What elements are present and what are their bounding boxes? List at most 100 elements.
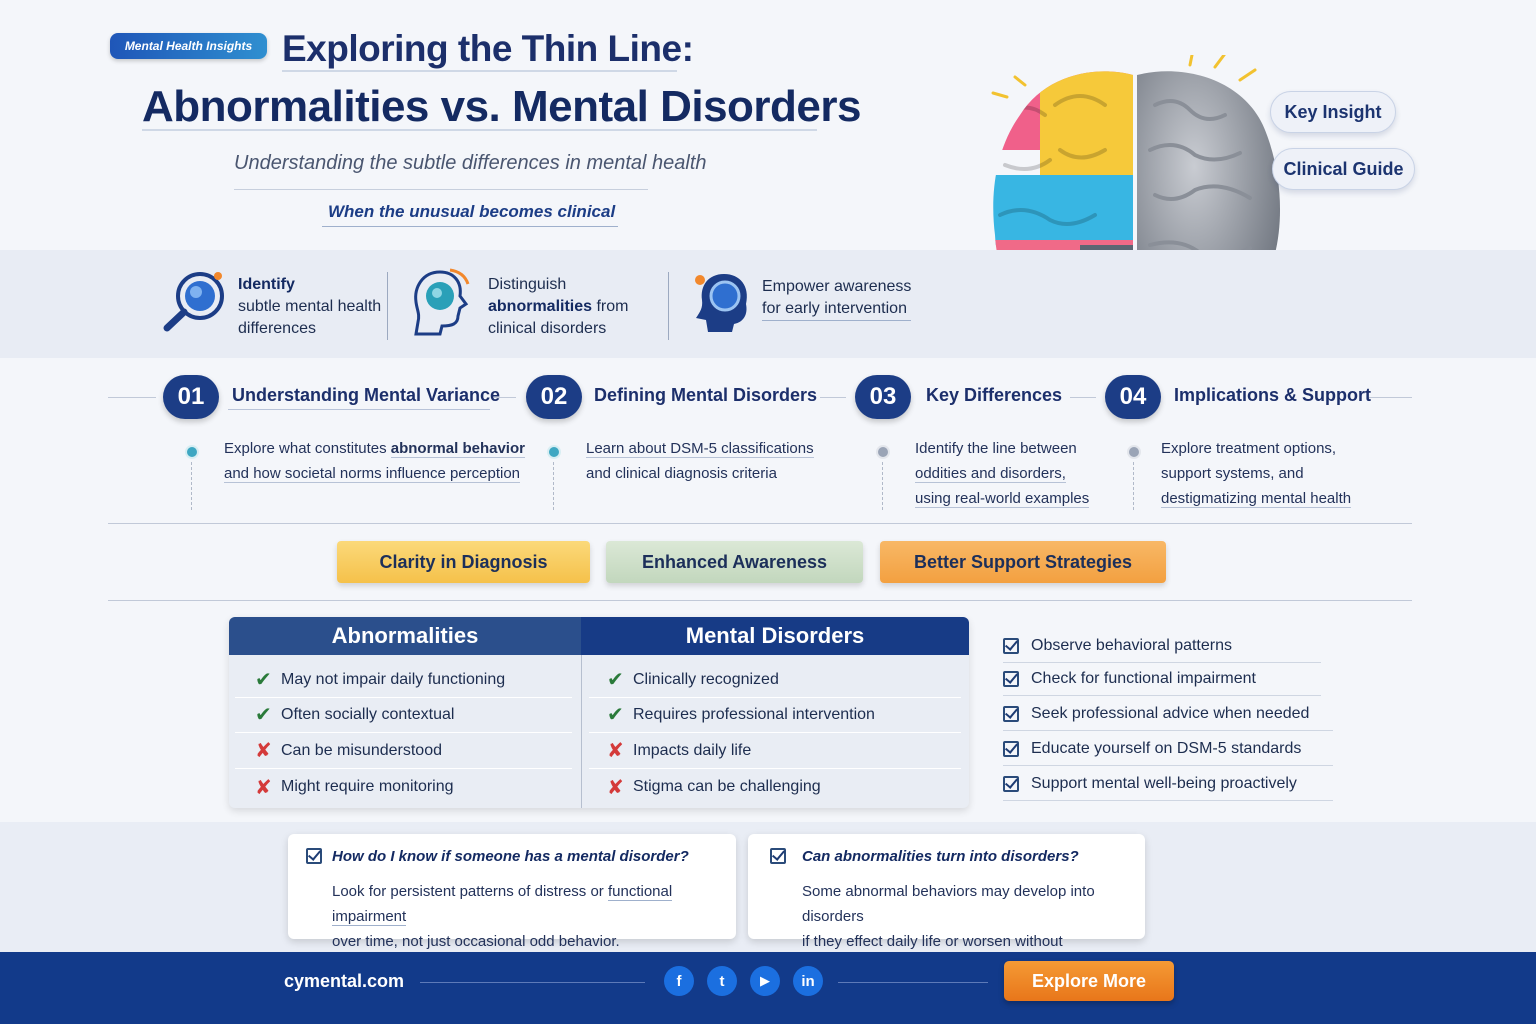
footer-line [838, 982, 988, 983]
check-icon: ✔ [607, 669, 624, 691]
outcome-support-button[interactable]: Better Support Strategies [880, 541, 1166, 583]
column-divider [581, 655, 582, 808]
footer-line [420, 982, 645, 983]
step-dot [876, 445, 890, 459]
header-badge: Mental Health Insights [110, 33, 267, 59]
cross-icon: ✘ [607, 740, 624, 762]
feature-keyword: Identify [238, 276, 295, 293]
title-underline [142, 129, 817, 131]
step-title[interactable]: Key Differences [926, 385, 1063, 405]
table-row: ✘Impacts daily life [589, 733, 961, 769]
faq-card[interactable]: How do I know if someone has a mental di… [288, 834, 736, 950]
check-icon: ✔ [255, 669, 272, 691]
table-row: ✘Can be misunderstood [235, 733, 572, 769]
checklist-item[interactable]: Check for functional impairment [1003, 662, 1321, 696]
faq-question: Can abnormalities turn into disorders? [802, 848, 1079, 865]
feature-text: Empower awareness [762, 278, 912, 295]
title-underline [282, 70, 677, 72]
title-line-2: Abnormalities vs. Mental Disorders [142, 82, 862, 131]
section-divider [108, 523, 1412, 524]
key-insight-pill[interactable]: Key Insight [1270, 91, 1396, 133]
timeline-line [820, 397, 846, 398]
title-line-1: Exploring the Thin Line: [282, 28, 694, 69]
linkedin-icon[interactable]: in [793, 966, 823, 996]
step-description: Explore treatment options, support syste… [1161, 440, 1352, 508]
checklist-item[interactable]: Observe behavioral patterns [1003, 629, 1321, 663]
youtube-icon[interactable]: ▶ [750, 966, 780, 996]
step-number: 04 [1105, 375, 1161, 419]
step-dot [547, 445, 561, 459]
step-connector [1133, 462, 1134, 510]
faq-answer: Some abnormal behaviors may develop into… [802, 879, 1145, 980]
head-profile-icon [414, 268, 470, 336]
clinical-guide-pill[interactable]: Clinical Guide [1272, 148, 1415, 190]
head-gear-icon [695, 274, 747, 332]
step-number: 03 [855, 375, 911, 419]
step-number: 01 [163, 375, 219, 419]
checkbox-icon [1003, 670, 1019, 687]
step-description: Identify the line between oddities and d… [915, 440, 1090, 508]
faq-question: How do I know if someone has a mental di… [332, 848, 689, 865]
checkbox-icon [1003, 740, 1019, 757]
feature-band [0, 250, 1536, 358]
feature-text: Distinguish [488, 276, 567, 293]
divider [234, 189, 648, 190]
checkbox-icon [1003, 637, 1019, 654]
cross-icon: ✘ [255, 776, 272, 799]
twitter-icon[interactable]: t [707, 966, 737, 996]
divider [387, 272, 388, 340]
faq-card[interactable]: Can abnormalities turn into disorders? S… [748, 834, 1145, 980]
site-link[interactable]: cymental.com [284, 971, 405, 991]
table-row: ✔Clinically recognized [589, 662, 961, 698]
timeline-line [494, 397, 516, 398]
checklist-item[interactable]: Seek professional advice when needed [1003, 697, 1333, 731]
abnormalities-header: Abnormalities [229, 617, 581, 655]
checkbox-icon [306, 848, 322, 864]
step-title[interactable]: Defining Mental Disorders [594, 385, 818, 405]
checkbox-icon [1003, 705, 1019, 722]
divider [322, 226, 618, 227]
tagline: When the unusual becomes clinical [328, 202, 616, 221]
step-title[interactable]: Understanding Mental Variance [232, 385, 501, 405]
checklist-item[interactable]: Support mental well-being proactively [1003, 767, 1333, 801]
feature-text: clinical disorders [488, 320, 607, 337]
step-number: 02 [526, 375, 582, 419]
feature-identify: Identify subtle mental health difference… [162, 268, 381, 340]
magnifier-icon [163, 272, 224, 332]
timeline-line [1368, 397, 1412, 398]
check-icon: ✔ [255, 704, 272, 726]
feature-keyword: abnormalities [488, 298, 593, 315]
table-row: ✘Might require monitoring [255, 776, 454, 799]
table-row: ✔Often socially contextual [235, 697, 572, 733]
comparison-table: Abnormalities Mental Disorders ✔May not … [229, 617, 969, 808]
feature-text: differences [238, 320, 316, 337]
outcome-awareness-button[interactable]: Enhanced Awareness [606, 541, 863, 583]
step-description: Learn about DSM-5 classifications and cl… [586, 440, 814, 482]
checkbox-icon [1003, 775, 1019, 792]
outcome-clarity-button[interactable]: Clarity in Diagnosis [337, 541, 590, 583]
divider [668, 272, 669, 340]
section-divider [108, 600, 1412, 601]
facebook-icon[interactable]: f [664, 966, 694, 996]
feature-empower: Empower awareness for early intervention [692, 270, 911, 336]
explore-more-button[interactable]: Explore More [1004, 961, 1174, 1001]
feature-text: subtle mental health [238, 298, 382, 315]
mental-disorders-header: Mental Disorders [581, 617, 969, 655]
feature-distinguish: Distinguish abnormalities from clinical … [410, 268, 628, 340]
step-title[interactable]: Implications & Support [1174, 385, 1372, 405]
step-dot [185, 445, 199, 459]
step-dot [1127, 445, 1141, 459]
step-connector [553, 462, 554, 510]
step-description: Explore what constitutes abnormal behavi… [224, 440, 525, 483]
timeline-line [108, 397, 156, 398]
checkbox-icon [770, 848, 786, 864]
table-row: ✘Stigma can be challenging [607, 776, 821, 799]
checklist-item[interactable]: Educate yourself on DSM-5 standards [1003, 732, 1333, 766]
divider [228, 409, 490, 410]
check-icon: ✔ [607, 704, 624, 726]
page-subtitle: Understanding the subtle differences in … [234, 152, 707, 174]
table-row: ✔Requires professional intervention [589, 697, 961, 733]
table-row: ✔May not impair daily functioning [235, 662, 572, 698]
cross-icon: ✘ [255, 740, 272, 762]
feature-text: from [592, 298, 629, 315]
